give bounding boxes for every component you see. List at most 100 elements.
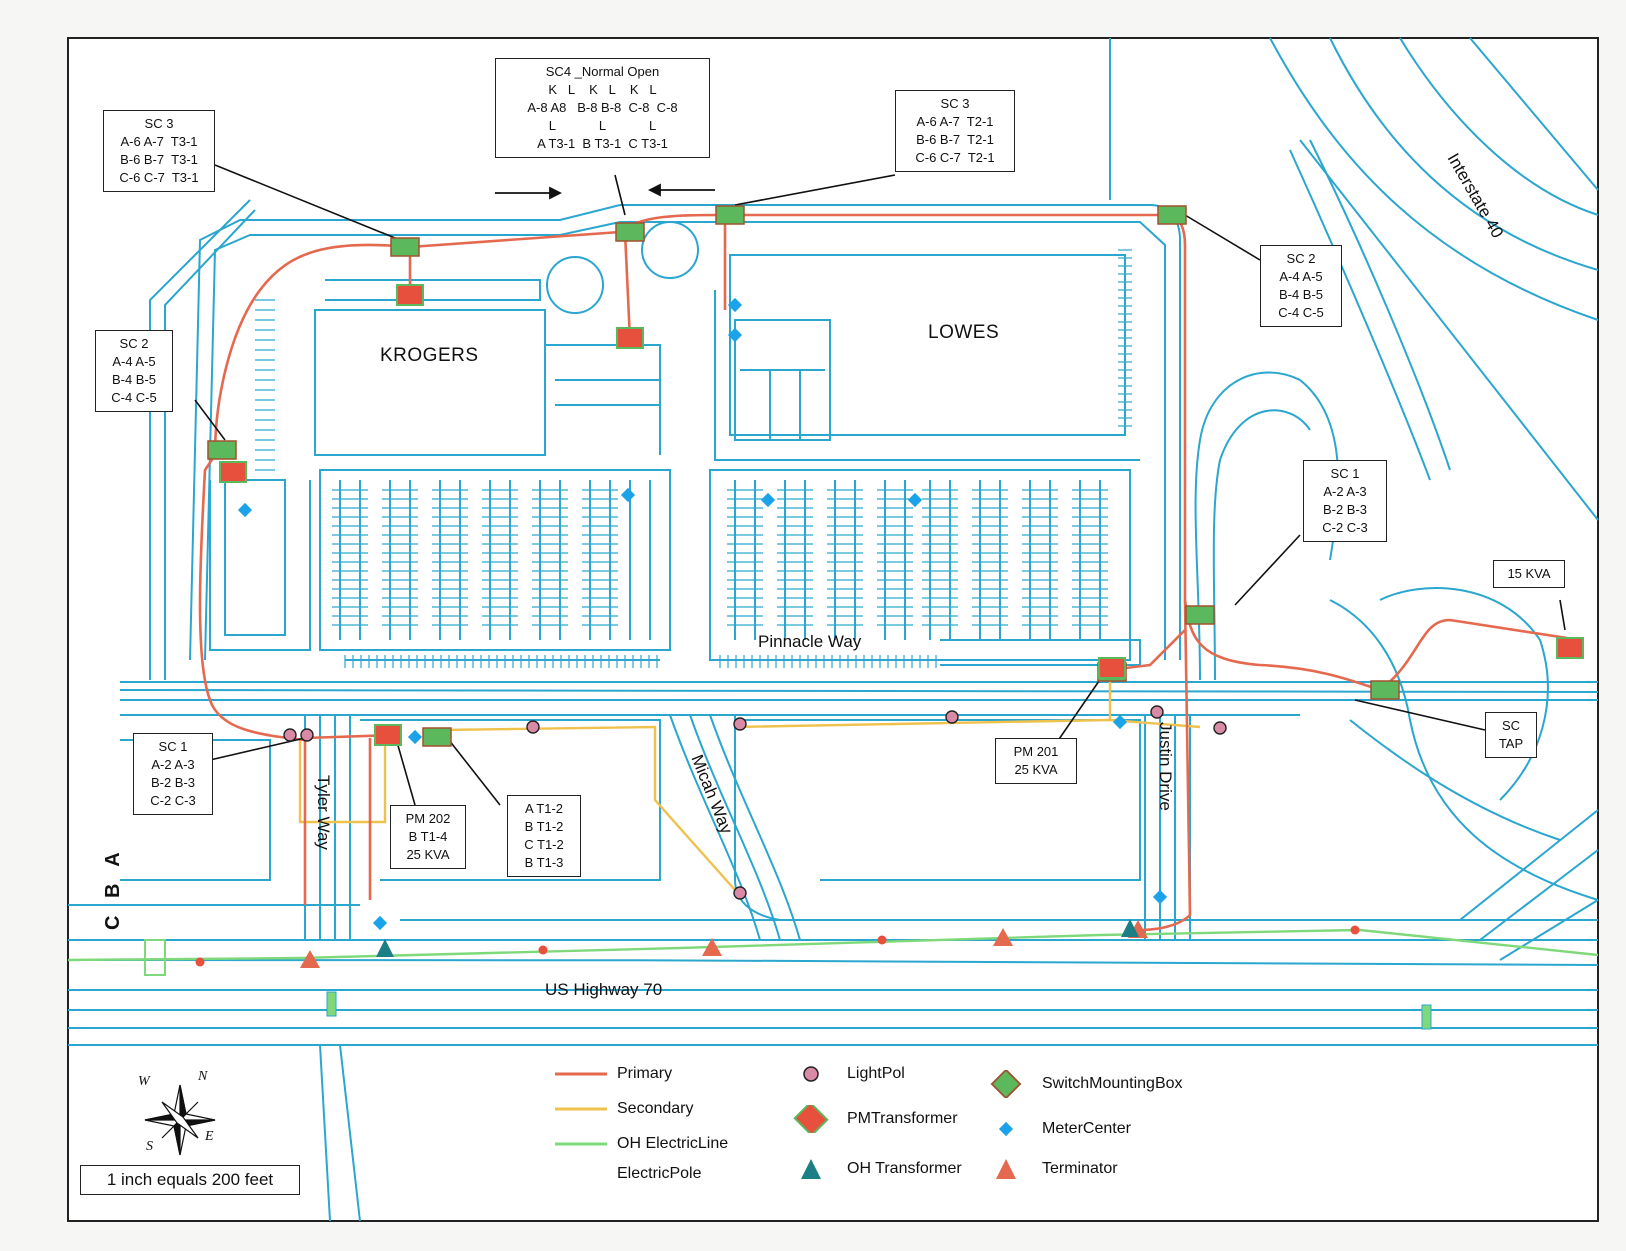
legend-label: PMTransformer xyxy=(847,1110,958,1127)
callout-line: C-6 C-7 T3-1 xyxy=(119,170,199,185)
legend-label: Secondary xyxy=(617,1100,694,1117)
legend-item-oh-line: OH ElectricLine xyxy=(555,1130,728,1158)
meter-center xyxy=(620,487,636,503)
legend-label: Terminator xyxy=(1042,1160,1118,1177)
oh-transformer xyxy=(1121,919,1139,937)
callout-line: B-4 B-5 xyxy=(1278,287,1324,302)
callout-line: SC 2 xyxy=(119,336,149,351)
callout-line: PM 201 xyxy=(1013,744,1059,759)
legend-item-primary-line: Primary xyxy=(555,1060,672,1088)
switch-box-icon xyxy=(990,1070,1022,1098)
compass-letter-s: S xyxy=(146,1139,153,1154)
callout-line: C-2 C-3 xyxy=(1322,520,1368,535)
legend-item-switch-box: SwitchMountingBox xyxy=(980,1070,1183,1098)
meter-center xyxy=(727,327,743,343)
pm-transformer xyxy=(374,724,402,746)
electric-pole xyxy=(877,935,887,945)
legend-label: OH Transformer xyxy=(847,1160,962,1177)
pm-transformer xyxy=(396,284,424,306)
phase-labels: C B A xyxy=(102,846,124,930)
meter-center xyxy=(727,297,743,313)
callout-line: B T1-3 xyxy=(524,855,564,870)
meter-center xyxy=(407,729,423,745)
light-pole-icon xyxy=(803,1066,819,1082)
callout-line: C T1-2 xyxy=(524,837,564,852)
switch-mounting-box xyxy=(715,205,745,225)
legend-item-meter-center: MeterCenter xyxy=(980,1115,1131,1143)
compass-rose-icon xyxy=(144,1084,216,1156)
callout-line: A-4 A-5 xyxy=(112,354,156,369)
scale-bar: 1 inch equals 200 feet xyxy=(80,1165,300,1195)
light-pole xyxy=(300,728,314,742)
callout-line: SC 1 xyxy=(158,739,188,754)
flow-arrows xyxy=(495,183,715,200)
callout-line: L L L xyxy=(548,118,657,133)
meter-center xyxy=(1152,889,1168,905)
pm-transformer xyxy=(1098,657,1126,679)
callout-line: A-8 A8 B-8 B-8 C-8 C-8 xyxy=(527,100,678,115)
legend-label: OH ElectricLine xyxy=(617,1135,729,1152)
oh-line-icon xyxy=(555,1142,607,1146)
callout-line: SC xyxy=(1501,718,1521,733)
switch-mounting-box xyxy=(1157,205,1187,225)
terminator xyxy=(993,928,1013,946)
light-pole xyxy=(733,717,747,731)
compass-letter-e: E xyxy=(204,1129,214,1144)
switch-mounting-box xyxy=(207,440,237,460)
meter-center xyxy=(760,492,776,508)
secondary-lines xyxy=(298,670,1201,891)
street-network xyxy=(67,37,1599,1222)
road-label-us-highway-70: US Highway 70 xyxy=(545,980,663,999)
callout-line: SC 3 xyxy=(940,96,970,111)
pm-transformer xyxy=(219,461,247,483)
callout-line: B T1-2 xyxy=(524,819,564,834)
legend-label: Primary xyxy=(617,1065,673,1082)
callout-line: B-2 B-3 xyxy=(150,775,196,790)
meter-center xyxy=(1112,714,1128,730)
legend-item-secondary-line: Secondary xyxy=(555,1095,694,1123)
electric-pole xyxy=(195,957,205,967)
legend-item-light-pole: LightPol xyxy=(785,1060,905,1088)
light-pole xyxy=(283,728,297,742)
pm-transformer-icon xyxy=(793,1105,829,1133)
callout-line: A-4 A-5 xyxy=(1279,269,1323,284)
callout-line: SC 1 xyxy=(1330,466,1360,481)
callout-line: A-6 A-7 T3-1 xyxy=(120,134,198,149)
legend-label: LightPol xyxy=(847,1065,905,1082)
callout-line: SC4 _Normal Open xyxy=(545,64,660,79)
callout-line: B-6 B-7 T3-1 xyxy=(120,152,198,167)
meter-center xyxy=(907,492,923,508)
callout-line: SC 2 xyxy=(1286,251,1316,266)
callout-line: A T3-1 B T3-1 C T3-1 xyxy=(537,136,668,151)
traffic-signals xyxy=(326,991,1432,1030)
road-label-tyler-way: Tyler Way xyxy=(314,775,333,850)
compass-letter-n: N xyxy=(197,1069,208,1084)
terminator xyxy=(702,938,722,956)
meter-center-icon xyxy=(998,1121,1014,1137)
legend-item-none: ElectricPole xyxy=(555,1165,701,1183)
switch-mounting-box xyxy=(390,237,420,257)
electric-pole xyxy=(1350,925,1360,935)
switch-mounting-box xyxy=(422,727,452,747)
callout-15-kva: 15 KVA xyxy=(1493,560,1565,588)
store-label-krogers: KROGERS xyxy=(380,345,479,366)
callout-line: 15 KVA xyxy=(1507,566,1551,581)
road-label-pinnacle-way: Pinnacle Way xyxy=(758,632,862,651)
electric-pole xyxy=(538,945,548,955)
legend-item-oh-transformer: OH Transformer xyxy=(785,1155,962,1183)
meter-center xyxy=(372,915,388,931)
light-pole xyxy=(526,720,540,734)
meter-center xyxy=(237,502,253,518)
light-pole xyxy=(1150,705,1164,719)
light-pole xyxy=(945,710,959,724)
